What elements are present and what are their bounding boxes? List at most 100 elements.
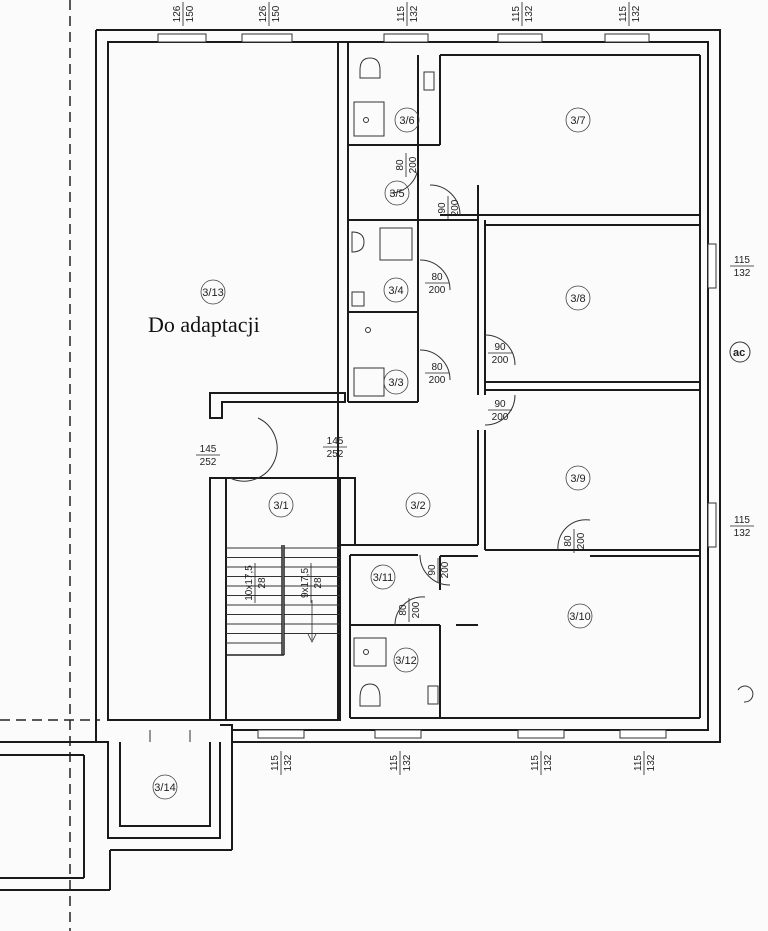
window-dimension-height: 132 [524, 5, 535, 22]
room-label: 3/6 [394, 107, 420, 133]
room-label: 3/7 [565, 107, 591, 133]
window-dimension-width: 115 [734, 255, 750, 266]
room-id: 3/11 [373, 572, 394, 584]
door-dimension-width: 80 [431, 272, 443, 283]
room-walls [107, 41, 701, 721]
room-label: 3/8 [565, 285, 591, 311]
room-label: 3/11 [370, 564, 396, 590]
room-label: 3/1 [268, 492, 294, 518]
room-label: 3/12 [393, 647, 419, 673]
door-dimension-height: 200 [576, 532, 587, 549]
door-dimension-height: 252 [327, 449, 344, 460]
room-id: 3/13 [202, 287, 223, 299]
stair-steps: 9x17,5 [300, 568, 311, 598]
room-id: 3/3 [388, 377, 403, 389]
door-dimension-width: 80 [431, 362, 443, 373]
stair-steps: 10x17,5 [244, 565, 255, 601]
room-label: 3/4 [383, 277, 409, 303]
stair-depth: 28 [313, 577, 324, 589]
door-dimension-width: 145 [200, 444, 217, 455]
door-dimension-width: 80 [398, 604, 409, 616]
room-id: 3/12 [395, 655, 416, 667]
door-dimension-width: 90 [437, 202, 448, 214]
room-label: 3/13 [200, 279, 226, 305]
windows [149, 33, 717, 742]
window-dimension-height: 150 [271, 5, 282, 22]
door-dimension-height: 200 [450, 199, 461, 216]
fixtures [351, 57, 439, 707]
window-dimension-width: 115 [530, 755, 541, 771]
room-label: 3/10 [567, 603, 593, 629]
window-dimension-width: 115 [389, 755, 400, 771]
room-id: 3/5 [389, 188, 404, 200]
room-labels: 3/1 3/2 3/3 3/4 3/5 3/6 3/7 3/8 3/9 3/10 3/11 3/12 3… [152, 107, 593, 800]
room-label: 3/9 [565, 465, 591, 491]
door-dimension-width: 90 [427, 564, 438, 576]
window-dimension-width: 115 [633, 755, 644, 771]
window-dimension-height: 132 [734, 528, 751, 539]
door-dimension-width: 145 [327, 436, 344, 447]
door-dimension-height: 252 [200, 457, 217, 468]
stairs [226, 545, 340, 656]
window-dimension-width: 115 [618, 6, 629, 22]
door-dimension-height: 200 [440, 561, 451, 578]
window-dimension-height: 132 [631, 5, 642, 22]
room-label: 3/2 [405, 492, 431, 518]
doors [229, 164, 591, 626]
room-id: 3/4 [388, 285, 403, 297]
window-dimension-height: 132 [543, 754, 554, 771]
door-dimension-width: 80 [563, 535, 574, 547]
window-dimension-height: 132 [646, 754, 657, 771]
room-id: 3/9 [570, 473, 585, 485]
room-id: 3/1 [273, 500, 288, 512]
window-dimension-width: 126 [172, 5, 183, 22]
window-dimension-width: 126 [258, 5, 269, 22]
room-id: 3/6 [399, 115, 414, 127]
room-label: 3/14 [152, 774, 178, 800]
room-id: 3/7 [570, 115, 585, 127]
window-dimension-width: 115 [511, 6, 522, 22]
door-dimension-width: 90 [494, 399, 506, 410]
edge-marks [729, 341, 754, 703]
door-dimension-width: 90 [494, 342, 506, 353]
window-dimension-height: 150 [185, 5, 196, 22]
door-dimension-height: 200 [411, 601, 422, 618]
room-id: 3/10 [569, 611, 590, 623]
room-id: 3/2 [410, 500, 425, 512]
door-dimension-height: 200 [408, 156, 419, 173]
door-dimension-height: 200 [492, 412, 509, 423]
room-id: 3/14 [154, 782, 175, 794]
window-dimension-height: 132 [283, 754, 294, 771]
window-dimension-height: 132 [402, 754, 413, 771]
annotation-text: Do adaptacji [148, 312, 260, 337]
door-dimension-width: 80 [395, 159, 406, 171]
window-dimension-width: 115 [270, 755, 281, 771]
window-dimension-width: 115 [734, 515, 750, 526]
edge-mark-label: ac [733, 347, 745, 359]
door-dimension-height: 200 [429, 375, 446, 386]
